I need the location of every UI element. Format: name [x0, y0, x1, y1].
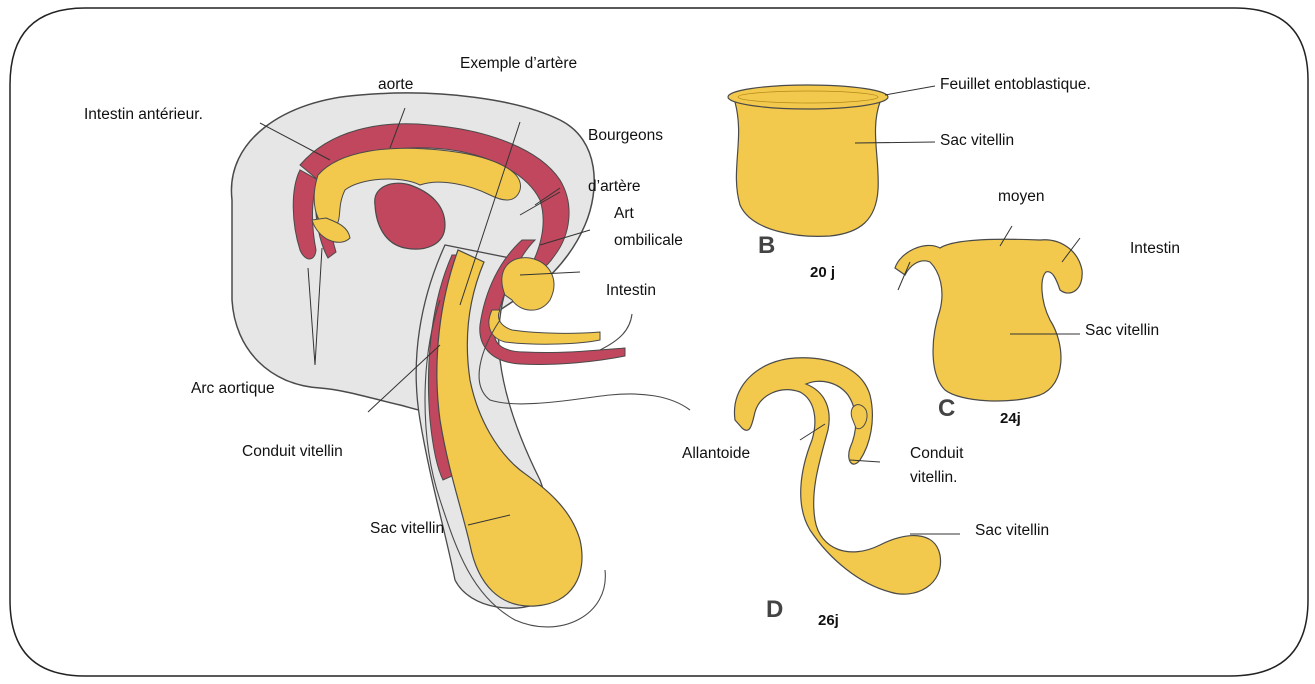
label-feuillet-entoblastique: Feuillet entoblastique. [940, 76, 1091, 94]
panel-c-figure [895, 226, 1082, 401]
connecting-stalk-line [600, 314, 632, 350]
label-arc-aortique: Arc aortique [191, 380, 275, 398]
panel-d-loop [851, 405, 867, 429]
label-ombilicale: ombilicale [614, 232, 683, 250]
label-sac-vitellin-c: Sac vitellin [1085, 322, 1159, 340]
label-aorte: aorte [378, 76, 413, 94]
label-conduit: Conduit [910, 445, 963, 463]
label-intestin: Intestin [606, 282, 656, 300]
label-intestin-anterieur: Intestin antérieur. [84, 106, 203, 124]
label-sac-vitellin-d: Sac vitellin [975, 522, 1049, 540]
panel-b-figure [728, 85, 935, 236]
panel-c-yolk-sac [895, 239, 1082, 401]
embryo-main-figure [231, 93, 690, 627]
hindgut [489, 310, 600, 344]
panel-c-age: 24j [1000, 410, 1021, 427]
panel-d-letter: D [766, 596, 783, 624]
label-sac-vitellin-main: Sac vitellin [370, 520, 444, 538]
label-art: Art [614, 205, 634, 223]
label-allantoide: Allantoide [682, 445, 750, 463]
panel-b-letter: B [758, 232, 775, 260]
leader-feuillet [885, 86, 935, 95]
rounded-frame [10, 8, 1308, 676]
panel-d-age: 26j [818, 612, 839, 629]
panel-c-letter: C [938, 395, 955, 423]
label-intestin-c: Intestin [1130, 240, 1180, 258]
label-moyen: moyen [998, 188, 1045, 206]
label-sac-vitellin-b: Sac vitellin [940, 132, 1014, 150]
panel-b-entoblast-rim [728, 85, 888, 109]
label-exemple-artere: Exemple d’artère [460, 55, 577, 73]
panel-b-age: 20 j [810, 264, 835, 281]
label-d-artere: d’artère [588, 178, 641, 196]
label-bourgeons: Bourgeons [588, 127, 663, 145]
panel-b-yolk-sac [735, 102, 880, 236]
label-conduit-vitellin: Conduit vitellin [242, 443, 343, 461]
label-vitellin: vitellin. [910, 469, 957, 487]
